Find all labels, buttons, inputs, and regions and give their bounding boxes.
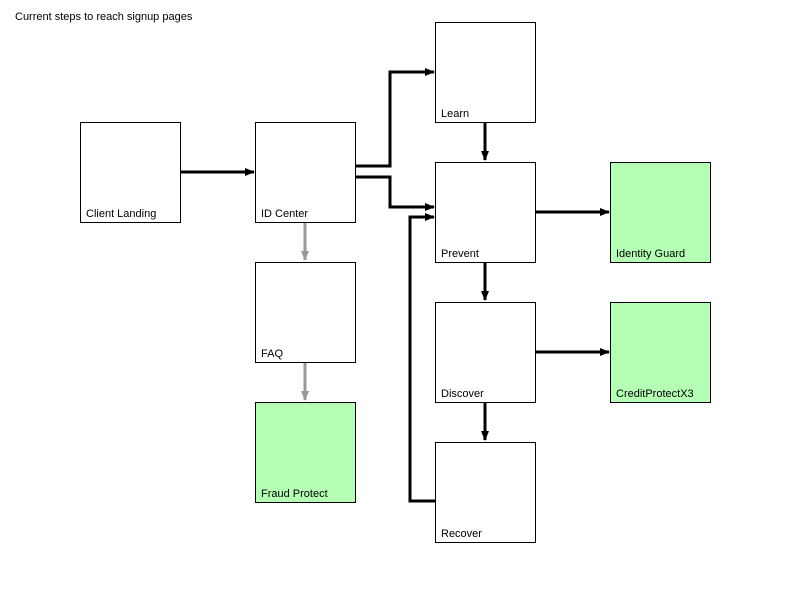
node-label: ID Center [261, 208, 309, 220]
diagram-title: Current steps to reach signup pages [15, 11, 193, 23]
edge-id-center-to-learn [355, 68, 435, 168]
node-prevent: Prevent [435, 162, 536, 263]
node-label: Fraud Protect [261, 488, 328, 500]
node-discover: Discover [435, 302, 536, 403]
node-label: Identity Guard [616, 248, 686, 260]
node-label: FAQ [261, 348, 284, 360]
node-faq: FAQ [255, 262, 356, 363]
node-creditprotectx3: CreditProtectX3 [610, 302, 711, 403]
node-label: Learn [441, 108, 470, 120]
node-label: Client Landing [86, 208, 157, 220]
node-fraud-protect: Fraud Protect [255, 402, 356, 503]
node-recover: Recover [435, 442, 536, 543]
node-client-landing: Client Landing [80, 122, 181, 223]
node-label: Prevent [441, 248, 479, 260]
node-identity-guard: Identity Guard [610, 162, 711, 263]
node-label: CreditProtectX3 [616, 388, 694, 400]
node-label: Recover [441, 528, 482, 540]
node-label: Discover [441, 388, 484, 400]
edge-recover-to-prevent [408, 213, 435, 503]
node-learn: Learn [435, 22, 536, 123]
node-id-center: ID Center [255, 122, 356, 223]
edge-id-center-to-prevent [355, 175, 435, 211]
